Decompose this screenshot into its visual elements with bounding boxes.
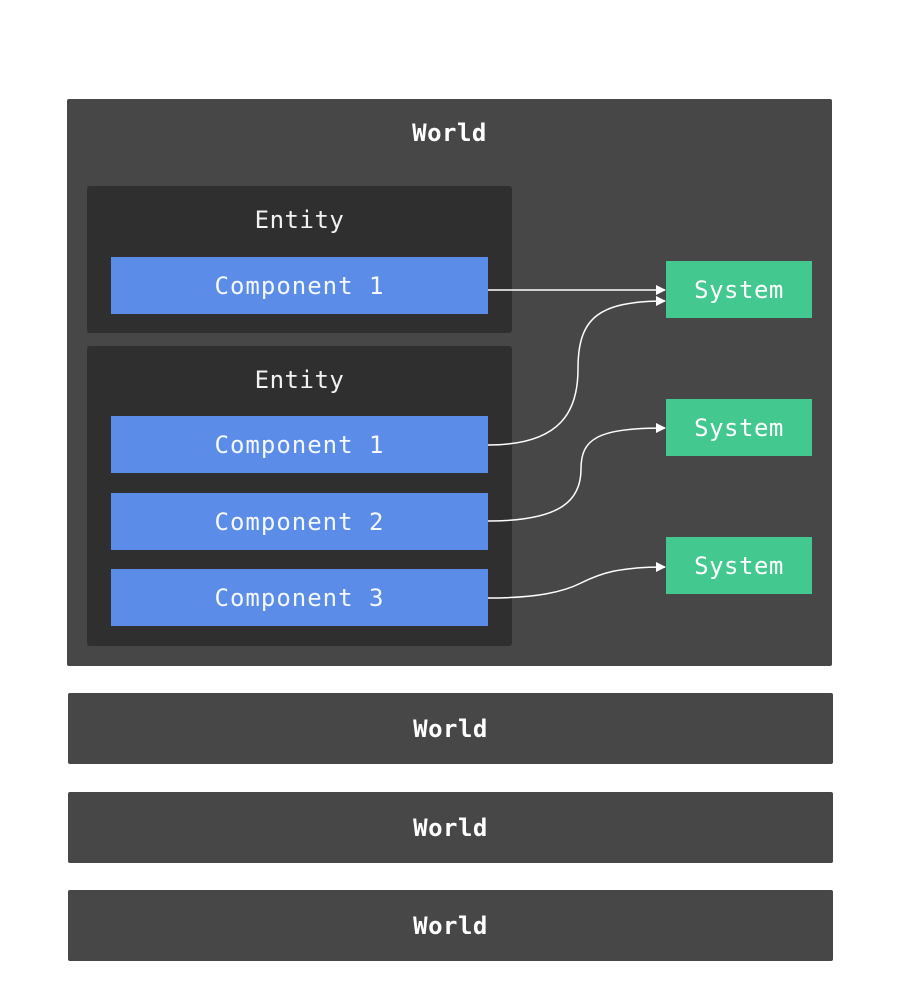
- world-container: World Entity Component 1 Entity Componen…: [67, 99, 832, 666]
- entity-title-2: Entity: [254, 366, 345, 394]
- entity-box-1: Entity Component 1: [87, 186, 512, 333]
- world-bar-3: World: [68, 890, 833, 961]
- arrow-e2c1-to-system-1: [487, 296, 666, 446]
- world-title: World: [412, 119, 487, 147]
- entity-2-component-2: Component 2: [111, 493, 488, 550]
- arrow-e2c3-to-system-3: [487, 562, 666, 599]
- world-bar-1: World: [68, 693, 833, 764]
- entity-1-component-1: Component 1: [111, 257, 488, 314]
- system-box-2: System: [666, 399, 812, 456]
- entity-title-1: Entity: [254, 206, 345, 234]
- entity-2-component-1: Component 1: [111, 416, 488, 473]
- arrow-e2c2-to-system-2: [487, 423, 666, 522]
- world-bar-2: World: [68, 792, 833, 863]
- system-box-3: System: [666, 537, 812, 594]
- entity-box-2: Entity Component 1 Component 2 Component…: [87, 346, 512, 646]
- system-box-1: System: [666, 261, 812, 318]
- connector-arrows: [487, 285, 666, 599]
- entity-2-component-3: Component 3: [111, 569, 488, 626]
